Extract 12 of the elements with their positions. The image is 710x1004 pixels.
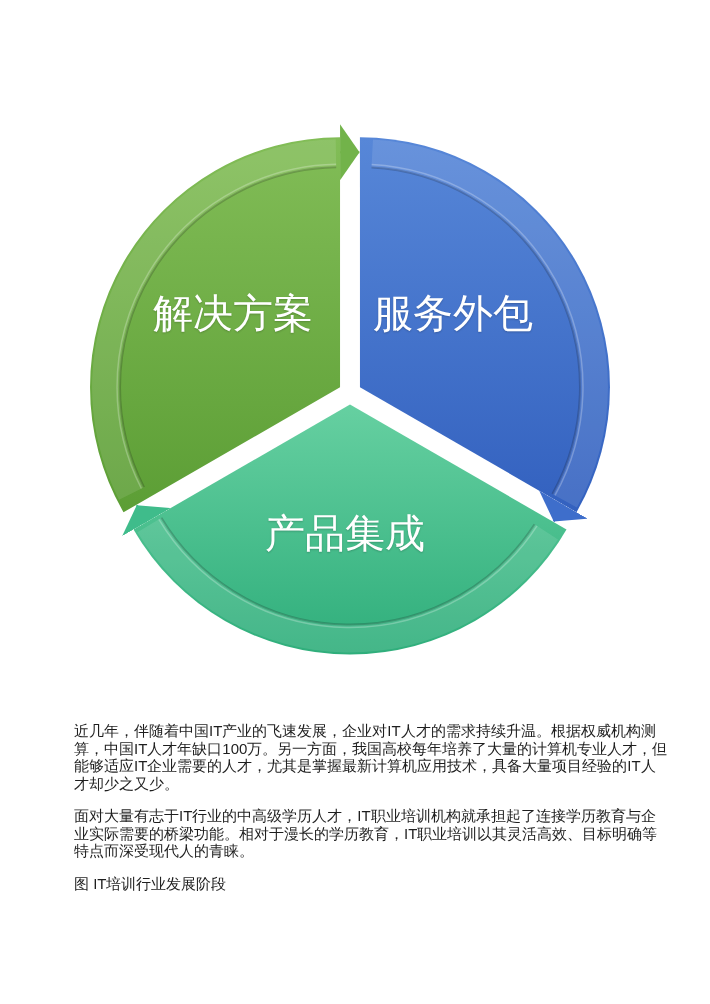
cycle-segment [90, 137, 341, 513]
segment-label: 服务外包 [373, 290, 533, 337]
body-paragraph: 面对大量有志于IT行业的中高级学历人才，IT职业培训机构就承担起了连接学历教育与企业实际需要的桥梁功能。相对于漫长的学历教育，IT职业培训以其灵活高效、目标明确等特点而深受现代人的青睐。 [74, 807, 659, 861]
segment-label: 解决方案 [153, 290, 313, 337]
cycle-segment [359, 137, 610, 513]
cycle-arrow [122, 504, 171, 536]
figure-caption: 图 IT培训行业发展阶段 [74, 875, 227, 893]
cycle-arrow [539, 490, 588, 523]
cycle-arrow [339, 124, 361, 181]
body-paragraph: 近几年，伴随着中国IT产业的飞速发展，企业对IT人才的需求持续升温。根据权威机构测算，中国IT人才年缺口100万。另一方面，我国高校每年培养了大量的计算机专业人才，但能够适应IT企业需要的人才，尤其是掌握最新计算机应用技术，具备大量项目经验的IT人才却少之又少。 [74, 722, 669, 793]
segment-label: 产品集成 [265, 510, 425, 557]
cycle-segment [133, 404, 567, 655]
